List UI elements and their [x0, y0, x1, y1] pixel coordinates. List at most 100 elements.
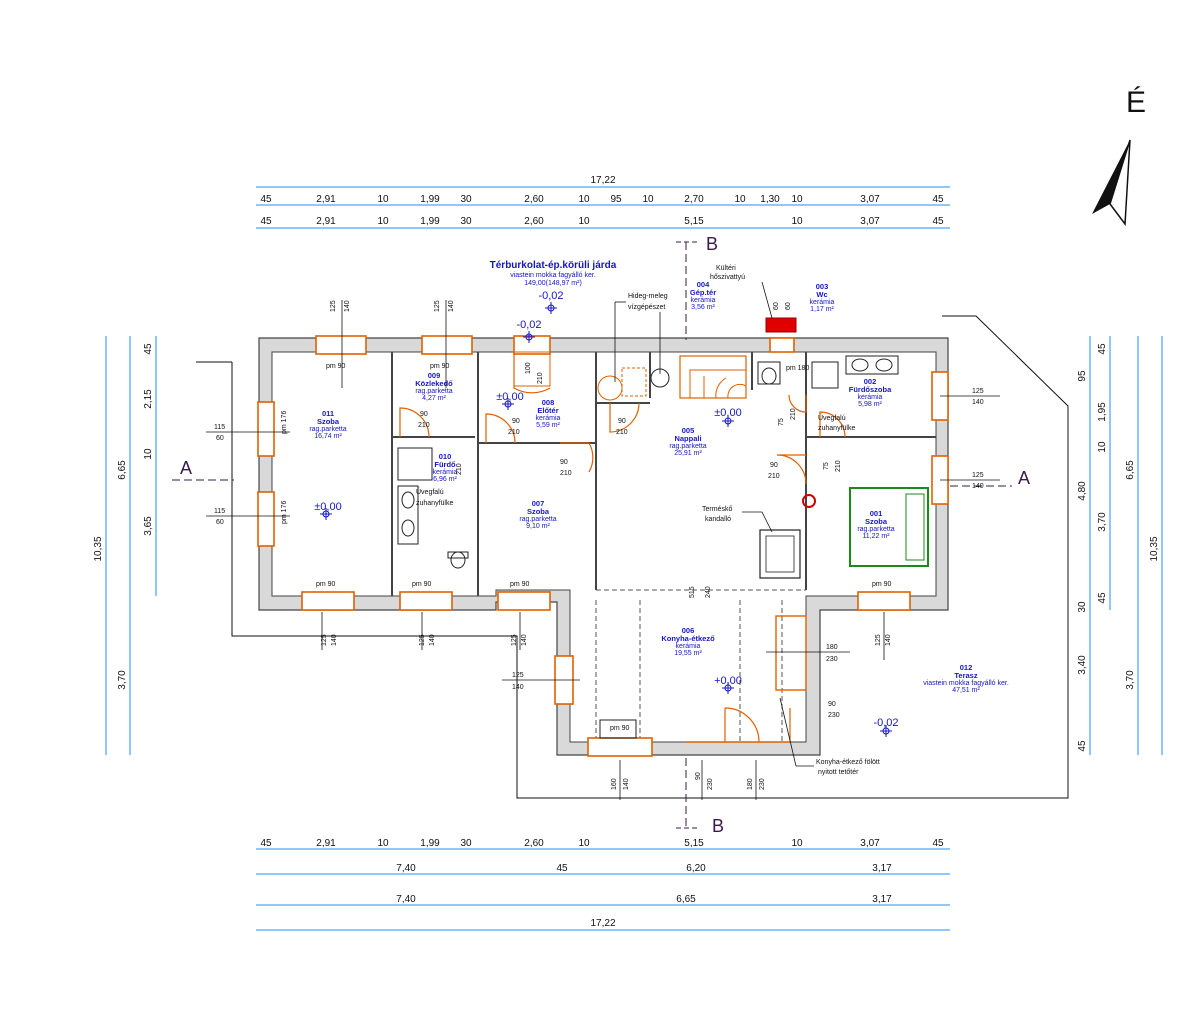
dim-top-row2-4: 30 — [460, 216, 472, 227]
svg-text:pm 180: pm 180 — [786, 365, 809, 372]
room-area: 25,91 m² — [674, 450, 702, 457]
dim-left-mid-0: 6,65 — [117, 460, 128, 480]
windows — [257, 335, 949, 757]
dim-bottom-row3-0: 7,40 — [396, 894, 416, 905]
svg-text:90: 90 — [695, 772, 702, 780]
paving-area: 149,00(148,97 m²) — [524, 280, 582, 287]
north-arrow: É — [1092, 86, 1146, 227]
svg-text:125: 125 — [972, 472, 984, 479]
svg-text:140: 140 — [972, 483, 984, 490]
svg-text:pm 90: pm 90 — [430, 363, 450, 370]
svg-text:140: 140 — [331, 634, 338, 646]
paving-title: Térburkolat-ép.körüli járda — [490, 260, 617, 271]
level-cross-3 — [722, 415, 734, 427]
svg-text:125: 125 — [972, 388, 984, 395]
dim-top-row1-3: 1,99 — [420, 194, 440, 205]
dim-bottom-row1-2: 10 — [377, 838, 389, 849]
level-cross-2 — [502, 398, 514, 410]
room-name: Előtér — [537, 406, 558, 415]
svg-text:pm 90: pm 90 — [412, 581, 432, 588]
room-area: 6,96 m² — [433, 476, 457, 483]
dim-bottom-row1-5: 2,60 — [524, 838, 544, 849]
level-living: ±0,00 — [714, 407, 741, 419]
svg-text:210: 210 — [790, 408, 797, 420]
dim-top-row1-7: 95 — [610, 194, 622, 205]
svg-text:515: 515 — [689, 586, 696, 598]
paving-label: Térburkolat-ép.körüli járda viastein mok… — [490, 260, 617, 287]
dim-right-inner-7: 45 — [1097, 592, 1108, 604]
paving-outline — [196, 315, 1069, 799]
svg-text:90: 90 — [560, 459, 568, 466]
dim-right-inner-4: 4,80 — [1077, 481, 1088, 501]
note-nyitott: nyitott tetőtér — [818, 769, 859, 776]
dim-right-inner-5: 3,70 — [1097, 512, 1108, 532]
dim-top-row1-8: 10 — [642, 194, 654, 205]
note-uvegfal1: Üvegfalú — [818, 414, 846, 422]
svg-text:100: 100 — [525, 362, 532, 374]
svg-text:125: 125 — [511, 634, 518, 646]
svg-text:pm 90: pm 90 — [510, 581, 530, 588]
dim-right-inner-1: 95 — [1077, 370, 1088, 382]
svg-text:140: 140 — [448, 300, 455, 312]
dim-top-row2-1: 2,91 — [316, 216, 336, 227]
svg-text:140: 140 — [344, 300, 351, 312]
svg-text:115: 115 — [214, 424, 225, 431]
svg-text:180: 180 — [826, 644, 838, 651]
dim-top-row1-10: 10 — [734, 194, 746, 205]
dim-bottom-total: 17,22 — [590, 918, 615, 929]
room-area: 3,56 m² — [691, 304, 715, 311]
level-cross-0 — [545, 302, 557, 314]
note-vizgep: vízgépészet — [628, 304, 665, 311]
level-hall: ±0,00 — [496, 391, 523, 403]
dim-right-inner-9: 45 — [1077, 740, 1088, 752]
doors — [399, 351, 846, 743]
dim-top-row1-2: 10 — [377, 194, 389, 205]
dim-left-inner-2: 10 — [143, 448, 154, 460]
note-kulteri: Kültéri — [716, 265, 736, 272]
dim-left-inner-3: 3,65 — [143, 516, 154, 536]
note-kandallo: kandalló — [705, 516, 731, 523]
svg-text:75: 75 — [823, 462, 830, 470]
dim-right-inner-2: 1,95 — [1097, 402, 1108, 422]
note-hoszivattyu: hőszivattyú — [710, 274, 745, 281]
dim-bottom-row2-0: 7,40 — [396, 863, 416, 874]
window-bot-001 — [857, 591, 911, 611]
section-a-left: A — [180, 458, 192, 478]
north-label: É — [1126, 86, 1146, 119]
dim-bottom-row1-8: 10 — [791, 838, 803, 849]
room-number: 004 — [697, 280, 710, 289]
dim-bottom-row1-0: 45 — [260, 838, 272, 849]
opening-callouts: 125 140 125 140 pm 90 pm 90 115 60 115 6… — [206, 300, 1000, 800]
room-name: Fürdő — [434, 460, 456, 469]
dim-right-mid-1: 3,70 — [1125, 670, 1136, 690]
section-b-bottom: B — [712, 816, 724, 836]
left-dimensions: 10,35 6,65 3,70 45 2,15 10 3,65 — [93, 336, 157, 755]
room-finish: kerámia — [810, 299, 835, 306]
section-b-top: B — [706, 234, 718, 254]
room-name: Szoba — [527, 507, 550, 516]
dim-bottom-row2-3: 3,17 — [872, 863, 892, 874]
room-area: 19,55 m² — [674, 650, 702, 657]
room-number: 007 — [532, 499, 545, 508]
svg-text:125: 125 — [419, 634, 426, 646]
room-finish: kerámia — [858, 394, 883, 401]
level-markers: -0,02 -0,02 ±0,00 ±0,00 ±0,00 +0,00 -0,0… — [314, 290, 898, 729]
dim-bottom-row3-2: 3,17 — [872, 894, 892, 905]
dim-top-row2-9: 3,07 — [860, 216, 880, 227]
level-outside-top: -0,02 — [538, 290, 563, 302]
room-area: 47,51 m² — [952, 687, 980, 694]
room-number: 010 — [439, 452, 452, 461]
room-finish: viastein mokka fagyálló ker. — [923, 680, 1009, 687]
dim-top-total: 17,22 — [590, 175, 615, 186]
dim-bottom-row1-10: 45 — [932, 838, 944, 849]
room-area: 5,98 m² — [858, 401, 882, 408]
dim-left-mid-1: 3,70 — [117, 670, 128, 690]
svg-text:75: 75 — [778, 418, 785, 426]
